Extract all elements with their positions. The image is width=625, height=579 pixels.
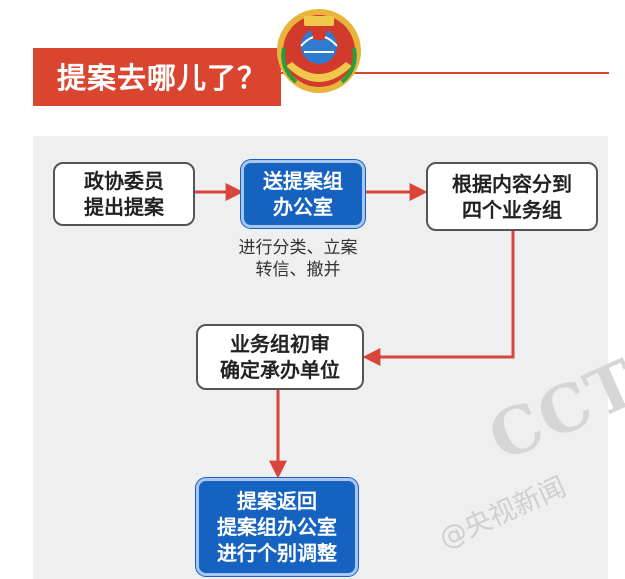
node-line: 确定承办单位 [220, 358, 340, 382]
node-line: 办公室 [273, 195, 333, 219]
note-line: 进行分类、立案 [238, 238, 358, 258]
header-rule [281, 72, 609, 74]
note-line: 转信、撤并 [255, 260, 341, 280]
office-note: 进行分类、立案 转信、撤并 [213, 237, 383, 281]
node-line: 提案返回 [237, 489, 317, 513]
node-return-office: 提案返回 提案组办公室 进行个别调整 [196, 478, 358, 576]
arrow-groups-to-review [362, 231, 515, 366]
node-line: 四个业务组 [462, 197, 562, 222]
node-line: 进行个别调整 [217, 541, 337, 565]
node-line: 提出提案 [84, 195, 164, 219]
node-line: 送提案组 [263, 169, 343, 193]
cppcc-emblem-icon [277, 9, 361, 93]
node-line: 业务组初审 [230, 332, 330, 356]
header-banner [33, 48, 281, 106]
node-line: 政协委员 [84, 169, 164, 193]
node-line: 根据内容分到 [452, 171, 572, 196]
page-title: 提案去哪儿了？ [57, 61, 268, 95]
node-proposal-office: 送提案组 办公室 [241, 160, 365, 228]
node-group-review: 业务组初审 确定承办单位 [196, 324, 364, 390]
node-member-proposes: 政协委员 提出提案 [53, 162, 195, 226]
node-assign-groups: 根据内容分到 四个业务组 [426, 162, 598, 231]
node-line: 提案组办公室 [217, 515, 337, 539]
